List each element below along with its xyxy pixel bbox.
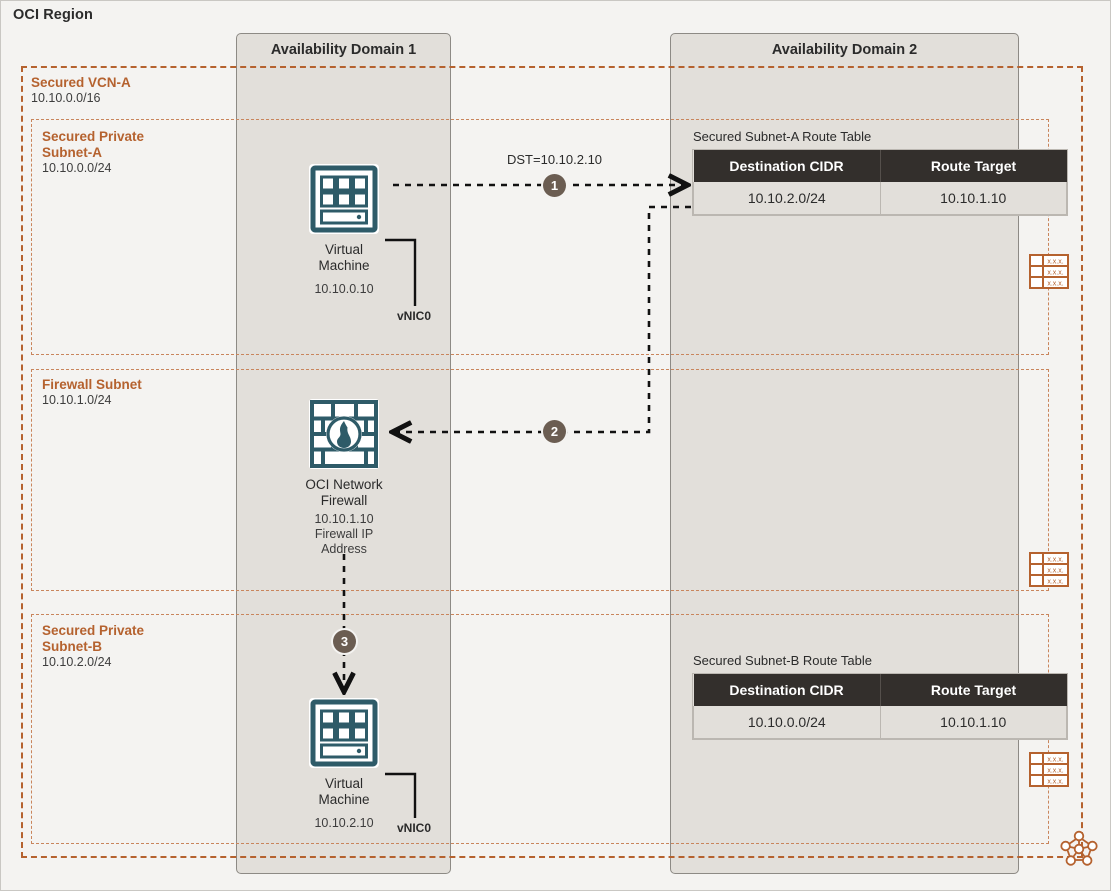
subnet-b-label: Secured Private Subnet-B 10.10.2.0/24 [42,623,144,670]
step-badge-3: 3 [333,630,356,653]
secured-vcn-a-label: Secured VCN-A 10.10.0.0/16 [31,75,131,106]
virtual-machine-b-caption: Virtual Machine [318,776,370,808]
cell-route-target: 10.10.1.10 [879,706,1067,739]
subnet-a-label: Secured Private Subnet-A 10.10.0.0/24 [42,129,144,176]
firewall-caption: OCI Network Firewall [305,477,383,509]
availability-domain-1-label: Availability Domain 1 [270,42,417,58]
availability-domain-2-label: Availability Domain 2 [771,42,918,58]
firewall-subnet-name: Firewall Subnet [42,377,142,392]
route-table-subnet-a-table: Destination CIDR Route Target 10.10.2.0/… [693,150,1067,215]
subnet-a-name: Secured Private Subnet-A [42,129,145,160]
route-table-subnet-b: Secured Subnet-B Route Table Destination… [693,653,1067,739]
subnet-b-cidr: 10.10.2.0/24 [42,654,112,669]
network-firewall-icon [309,399,379,469]
table-row: 10.10.2.0/24 10.10.1.10 [693,182,1067,215]
svg-text:x.x.x.: x.x.x. [1047,579,1063,586]
cell-destination-cidr: 10.10.0.0/24 [693,706,881,739]
cell-route-target: 10.10.1.10 [879,182,1067,215]
svg-text:x.x.x.: x.x.x. [1047,270,1063,277]
oci-network-firewall: OCI Network Firewall 10.10.1.10 Firewall… [284,396,404,557]
route-table-subnet-a: Secured Subnet-A Route Table Destination… [693,129,1067,215]
route-table-subnet-b-table: Destination CIDR Route Target 10.10.0.0/… [693,674,1067,739]
svg-text:x.x.x.: x.x.x. [1047,281,1063,288]
virtual-machine-a: Virtual Machine 10.10.0.10 [284,161,404,297]
virtual-machine-icon [309,164,379,234]
virtual-machine-icon [309,698,379,768]
step-badge-2: 2 [543,420,566,443]
subnet-a-cidr: 10.10.0.0/24 [42,160,112,175]
svg-text:x.x.x.: x.x.x. [1047,757,1063,764]
table-header-row: Destination CIDR Route Target [693,150,1067,182]
secured-vcn-a-name: Secured VCN-A [31,75,131,90]
dst-label: DST=10.10.2.10 [507,152,603,167]
vnic0-label-b: vNIC0 [397,821,432,835]
step-badge-1: 1 [543,174,566,197]
route-table-glyph-1: x.x.x. x.x.x. x.x.x. [1029,254,1069,289]
table-header-row: Destination CIDR Route Target [693,674,1067,706]
virtual-machine-a-caption: Virtual Machine [318,242,370,274]
oci-network-star-logo [1060,830,1098,866]
column-destination-cidr: Destination CIDR [693,150,880,182]
subnet-b-name: Secured Private Subnet-B [42,623,145,654]
virtual-machine-a-ip: 10.10.0.10 [314,282,374,297]
column-destination-cidr: Destination CIDR [693,674,880,706]
column-route-target: Route Target [879,150,1067,182]
cell-destination-cidr: 10.10.2.0/24 [693,182,881,215]
route-table-glyph-3: x.x.x. x.x.x. x.x.x. [1029,752,1069,787]
virtual-machine-b-ip: 10.10.2.10 [314,816,374,831]
vnic0-label-a: vNIC0 [397,309,432,323]
firewall-ip: 10.10.1.10 Firewall IP Address [314,512,374,556]
svg-text:x.x.x.: x.x.x. [1047,557,1063,564]
virtual-machine-b: Virtual Machine 10.10.2.10 [284,695,404,831]
secured-vcn-a-cidr: 10.10.0.0/16 [31,90,101,105]
route-table-subnet-b-title: Secured Subnet-B Route Table [693,653,872,668]
page-title: OCI Region [13,7,93,23]
svg-text:x.x.x.: x.x.x. [1047,259,1063,266]
firewall-subnet-label: Firewall Subnet 10.10.1.0/24 [42,377,142,408]
svg-text:x.x.x.: x.x.x. [1047,768,1063,775]
firewall-subnet-cidr: 10.10.1.0/24 [42,392,112,407]
svg-text:x.x.x.: x.x.x. [1047,779,1063,786]
route-table-glyph-2: x.x.x. x.x.x. x.x.x. [1029,552,1069,587]
svg-text:x.x.x.: x.x.x. [1047,568,1063,575]
column-route-target: Route Target [879,674,1067,706]
table-row: 10.10.0.0/24 10.10.1.10 [693,706,1067,739]
route-table-subnet-a-title: Secured Subnet-A Route Table [693,129,872,144]
